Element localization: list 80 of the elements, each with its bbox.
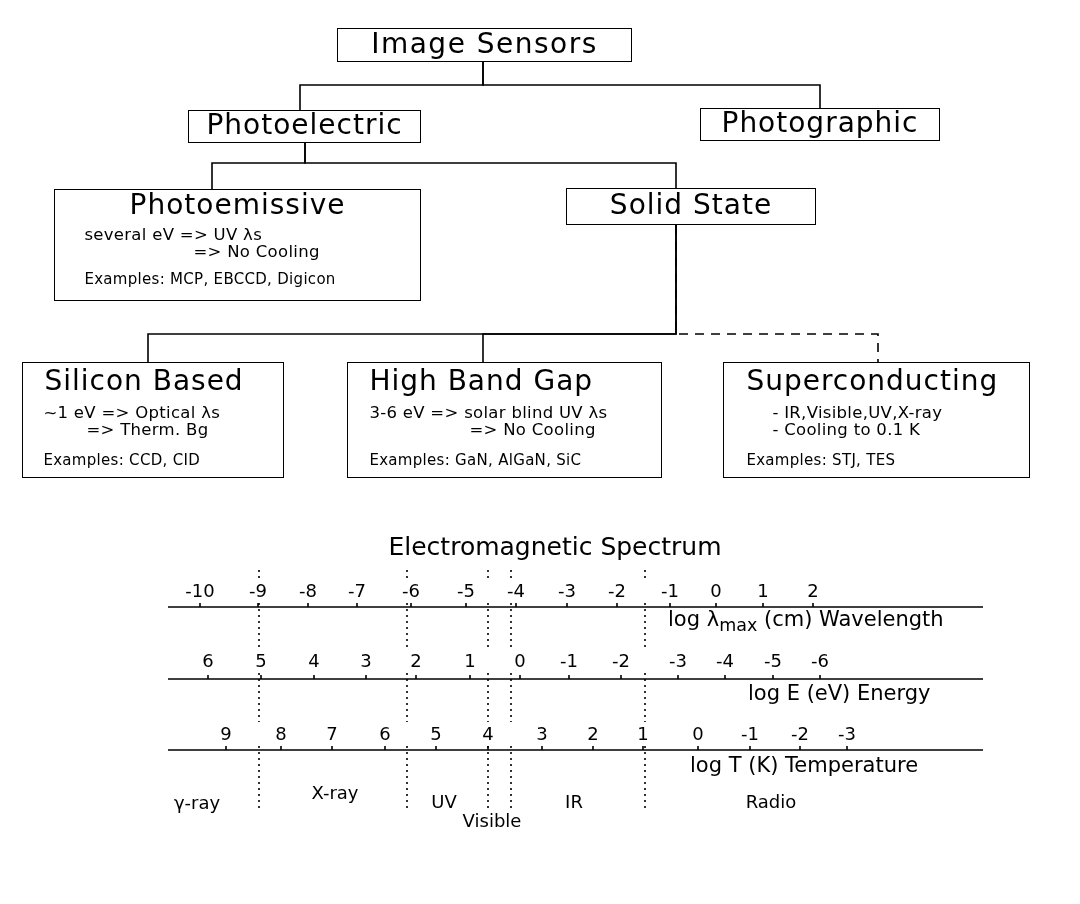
tick-label: -1 xyxy=(661,581,679,601)
tick-label: -3 xyxy=(558,581,576,601)
connector-line xyxy=(482,61,821,109)
property-text: => No Cooling xyxy=(469,421,596,440)
tick-label: 2 xyxy=(410,651,422,671)
tick-label: 0 xyxy=(514,651,526,671)
category-title: Photoemissive xyxy=(129,190,346,221)
tick-label: 2 xyxy=(587,724,599,744)
tick-label: 9 xyxy=(220,724,232,744)
tick-label: 0 xyxy=(710,581,722,601)
tick-label: 6 xyxy=(379,724,391,744)
tick-label: 3 xyxy=(536,724,548,744)
tick-label: 4 xyxy=(482,724,494,744)
category-title: Silicon Based xyxy=(44,366,244,397)
tick-label: -9 xyxy=(249,581,267,601)
property-text: 3-6 eV => solar blind UV λs xyxy=(369,404,608,423)
tick-label: 1 xyxy=(757,581,769,601)
tick-label: -2 xyxy=(608,581,626,601)
examples-text: Examples: STJ, TES xyxy=(746,452,896,469)
tick-label: -3 xyxy=(669,651,687,671)
section-title: Electromagnetic Spectrum xyxy=(388,533,722,561)
axis-title: log λ$_{max}$ (cm) Wavelength xyxy=(668,608,944,636)
band-label: γ-ray xyxy=(173,793,221,813)
tick-label: -5 xyxy=(764,651,782,671)
band-label: UV xyxy=(431,792,457,812)
category-box xyxy=(54,189,421,301)
category-title: Image Sensors xyxy=(371,29,598,60)
category-box xyxy=(723,362,1030,478)
examples-text: Examples: CCD, CID xyxy=(43,452,200,469)
band-label: IR xyxy=(565,792,583,812)
tick-label: 4 xyxy=(308,651,320,671)
connector-line xyxy=(304,142,677,189)
tick-label: -6 xyxy=(811,651,829,671)
examples-text: Examples: MCP, EBCCD, Digicon xyxy=(84,271,336,288)
category-box xyxy=(347,362,662,478)
tick-label: 5 xyxy=(430,724,442,744)
tick-label: 7 xyxy=(326,724,338,744)
property-text: - Cooling to 0.1 K xyxy=(772,421,921,440)
tick-label: -1 xyxy=(560,651,578,671)
category-box xyxy=(700,108,940,141)
examples-text: Examples: GaN, AlGaN, SiC xyxy=(369,452,582,469)
category-box xyxy=(337,28,632,62)
tick-label: -2 xyxy=(612,651,630,671)
tick-label: 5 xyxy=(255,651,267,671)
tick-label: -7 xyxy=(348,581,366,601)
band-label: Visible xyxy=(462,811,522,831)
category-box xyxy=(188,110,421,143)
category-title: Solid State xyxy=(609,190,773,221)
property-text: => Therm. Bg xyxy=(86,421,209,440)
category-box xyxy=(566,188,816,225)
axis-title: log T (K) Temperature xyxy=(690,754,919,778)
tick-label: -8 xyxy=(299,581,317,601)
tick-label: 6 xyxy=(202,651,214,671)
property-text: - IR,Visible,UV,X-ray xyxy=(772,404,943,423)
tick-label: 2 xyxy=(807,581,819,601)
tick-label: 0 xyxy=(692,724,704,744)
tick-label: 1 xyxy=(637,724,649,744)
tick-label: -3 xyxy=(838,724,856,744)
connector-line xyxy=(675,224,879,363)
tick-label: -10 xyxy=(185,581,215,601)
axis-title: log E (eV) Energy xyxy=(748,682,931,706)
tick-label: -1 xyxy=(741,724,759,744)
property-text: several eV => UV λs xyxy=(84,226,263,245)
category-title: High Band Gap xyxy=(369,366,594,397)
tick-label: -4 xyxy=(507,581,525,601)
tick-label: 3 xyxy=(360,651,372,671)
category-title: Photographic xyxy=(721,108,919,139)
band-label: Radio xyxy=(745,792,797,812)
band-label: X-ray xyxy=(311,783,359,803)
tick-label: 1 xyxy=(464,651,476,671)
tick-label: -6 xyxy=(402,581,420,601)
tick-label: -5 xyxy=(457,581,475,601)
tick-label: -2 xyxy=(791,724,809,744)
property-text: => No Cooling xyxy=(193,243,320,262)
property-text: ~1 eV => Optical λs xyxy=(43,404,221,423)
tick-label: -4 xyxy=(716,651,734,671)
category-title: Superconducting xyxy=(746,366,999,397)
category-title: Photoelectric xyxy=(206,110,403,141)
tick-label: 8 xyxy=(275,724,287,744)
category-box xyxy=(22,362,284,478)
